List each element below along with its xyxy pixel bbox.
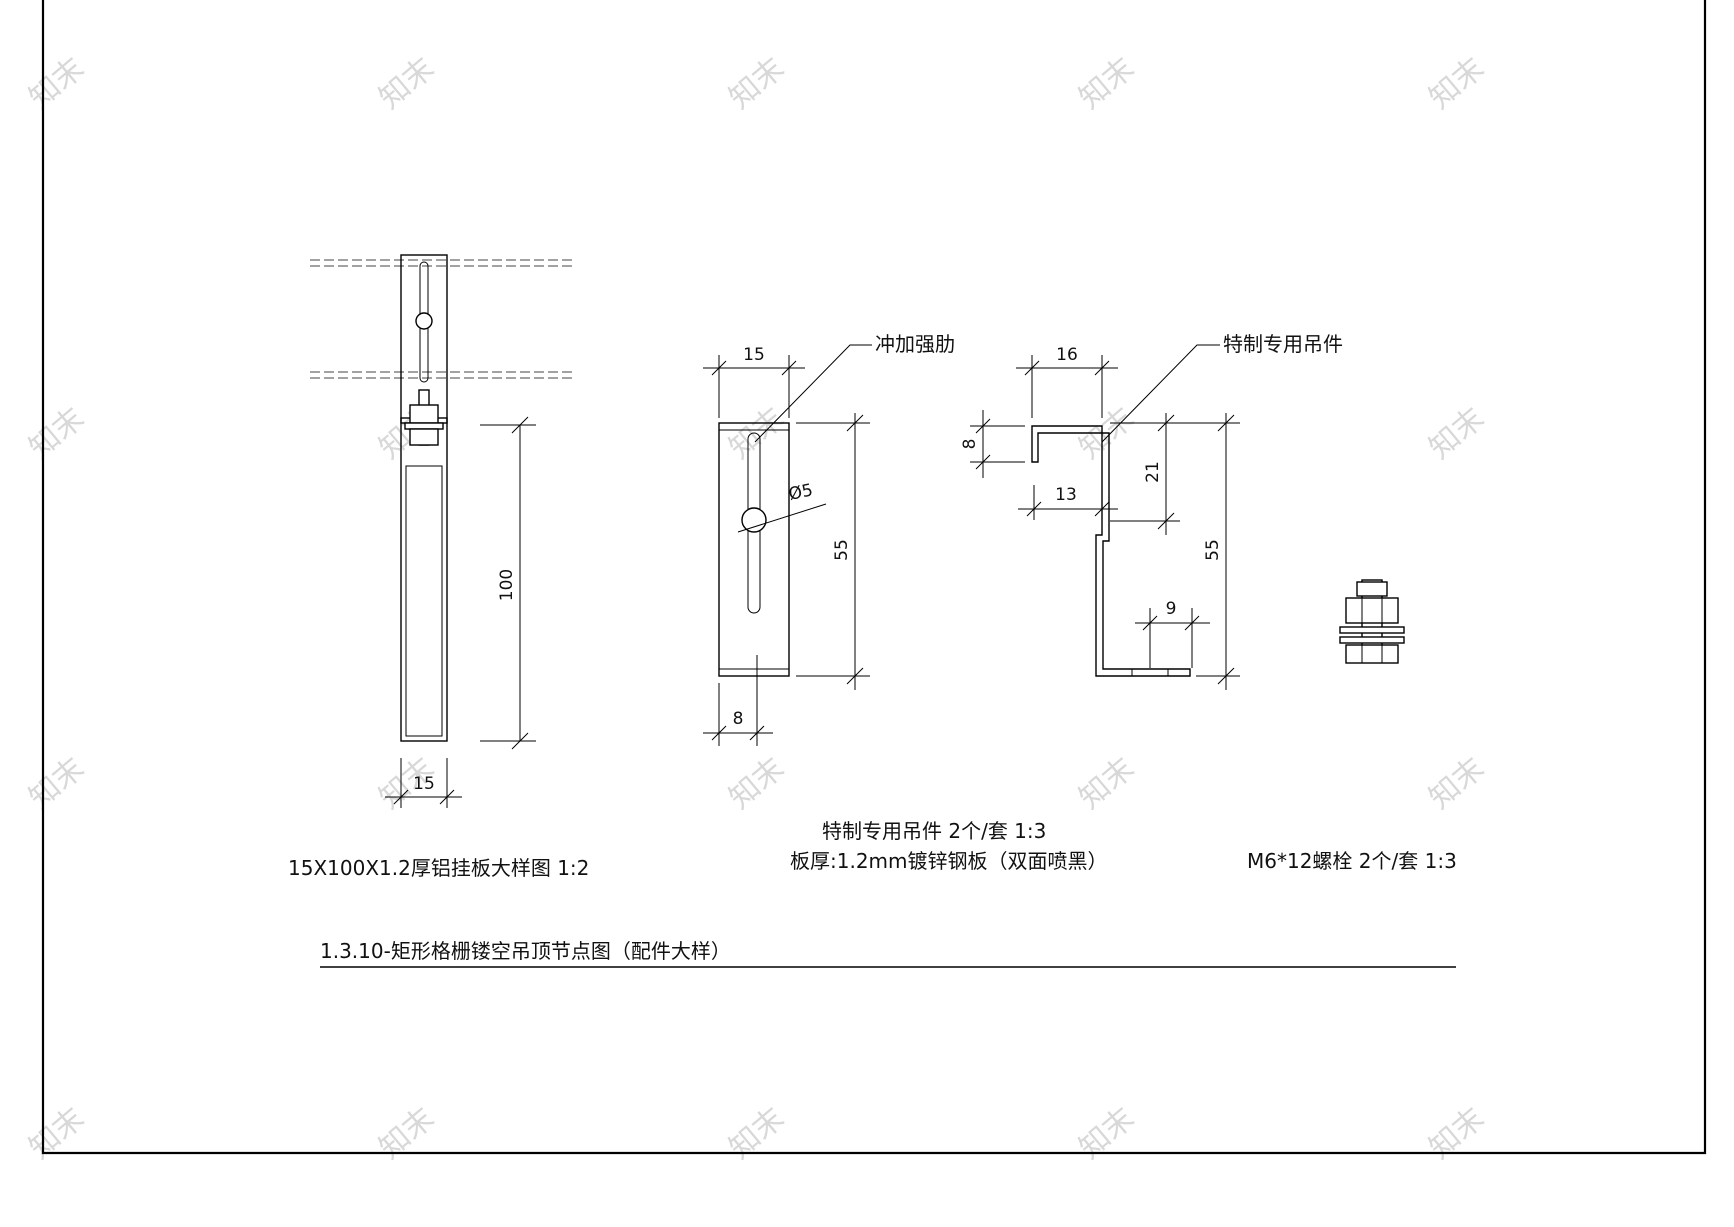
watermark: 知末: [1073, 751, 1141, 816]
tick: [1024, 360, 1040, 376]
watermark: 知末: [1073, 51, 1141, 116]
watermark: 知末: [23, 51, 91, 116]
dim-front-bottom: 8: [733, 709, 744, 729]
tick: [1157, 512, 1175, 530]
watermark: 知末: [373, 51, 441, 116]
tick: [781, 360, 797, 376]
bolt-nut: [409, 404, 439, 424]
leader-part: [1101, 344, 1220, 443]
dim-side-lip: 8: [960, 439, 980, 450]
dim-plate-width: 15: [413, 774, 435, 794]
tick: [711, 725, 727, 741]
sheet-frame: [41, 0, 1707, 1155]
tick: [1157, 414, 1175, 432]
bolt-head: [1356, 581, 1388, 597]
leader-hole: [737, 503, 827, 533]
watermark: 知末: [723, 51, 791, 116]
watermark: 知末: [1423, 401, 1491, 466]
bolt-detail: [1339, 579, 1405, 664]
tick: [975, 454, 991, 470]
bolt-nut-lower: [409, 428, 439, 446]
tick: [1094, 360, 1110, 376]
dim-plate-height: 100: [497, 569, 517, 601]
hole: [741, 507, 767, 533]
tick: [975, 418, 991, 434]
watermark: 知末: [723, 1101, 791, 1166]
leader-rib: [754, 344, 872, 443]
tick: [1184, 615, 1200, 631]
hanger-front-view: 冲加强肋 Ø5 15 55 8: [703, 332, 955, 746]
watermark: 知末: [23, 401, 91, 466]
bolt-nut: [1345, 597, 1399, 624]
dim-side-top: 16: [1056, 345, 1078, 365]
watermark: 知末: [23, 751, 91, 816]
tick: [1217, 414, 1235, 432]
tick: [711, 360, 727, 376]
dim-hole: Ø5: [787, 480, 815, 505]
tick: [1142, 615, 1158, 631]
watermark: 知末: [373, 1101, 441, 1166]
hanger-caption-line1: 特制专用吊件 2个/套 1:3: [822, 819, 1046, 843]
watermark: 知末: [1073, 1101, 1141, 1166]
hanger-side-view: 特制专用吊件 16 8 13 21 55: [960, 332, 1343, 690]
dim-side-inner: 13: [1055, 485, 1077, 505]
watermark: 知末: [1423, 751, 1491, 816]
drawing-title: 1.3.10-矩形格栅镂空吊顶节点图（配件大样）: [320, 939, 731, 963]
watermark: 知末: [723, 751, 791, 816]
label-part: 特制专用吊件: [1223, 332, 1343, 356]
tick: [749, 725, 765, 741]
watermark: 知末: [1423, 51, 1491, 116]
tick: [846, 414, 864, 432]
dim-front-width: 15: [743, 345, 765, 365]
bolt-caption: M6*12螺栓 2个/套 1:3: [1247, 849, 1457, 873]
dim-side-foot: 9: [1166, 599, 1177, 619]
dim-front-height: 55: [832, 539, 852, 561]
watermark-layer: 知末 知末 知末 知末 知末 知末 知末 知末 知末 知末 知末 知末 知末 知…: [23, 51, 1491, 1166]
dim-side-drop: 21: [1143, 461, 1163, 483]
tick: [1026, 501, 1042, 517]
bolt-washer: [404, 422, 444, 430]
hanger-caption-line2: 板厚:1.2mm镀锌钢板（双面喷黑）: [790, 849, 1108, 873]
tick: [439, 789, 455, 805]
tick: [846, 667, 864, 685]
tick: [511, 416, 529, 434]
tick: [1217, 667, 1235, 685]
rivet: [415, 312, 433, 330]
tick: [511, 732, 529, 750]
plate-inner: [405, 465, 443, 737]
aluminum-plate-caption: 15X100X1.2厚铝挂板大样图 1:2: [288, 856, 589, 880]
dim-side-height: 55: [1203, 539, 1223, 561]
bolt-washer: [1339, 636, 1405, 644]
watermark: 知末: [23, 1101, 91, 1166]
bolt-washer: [1339, 626, 1405, 634]
tick: [393, 789, 409, 805]
aluminum-plate-detail: 100 15 15X100X1.2厚铝挂板大样图 1:2: [288, 254, 589, 880]
hanger-profile: [1031, 425, 1191, 677]
tick: [1094, 501, 1110, 517]
watermark: 知末: [1423, 1101, 1491, 1166]
hanger-plate: [718, 422, 790, 677]
label-rib: 冲加强肋: [875, 332, 955, 356]
bolt-nut-lower: [1345, 644, 1399, 664]
